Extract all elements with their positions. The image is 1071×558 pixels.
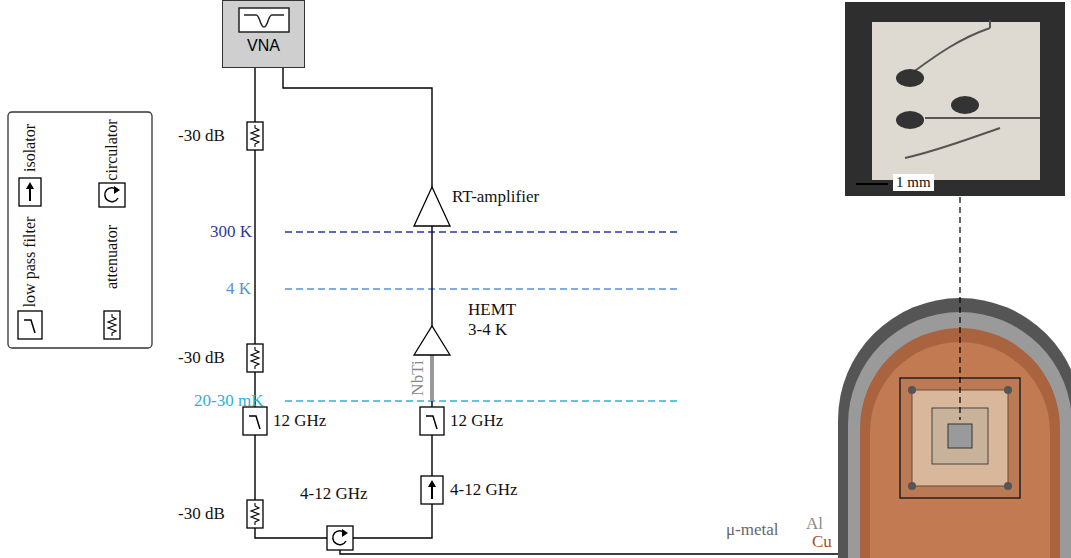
resonator-pad <box>951 96 979 114</box>
instrument-box: VNA <box>222 0 305 68</box>
output-wire <box>283 68 432 355</box>
screw <box>908 386 916 394</box>
frequency-label: 4-12 GHz <box>300 484 368 504</box>
copper-inner <box>870 342 1050 558</box>
attenuation-label: -30 dB <box>178 348 225 368</box>
isolator-symbol <box>421 476 443 504</box>
amplifier-label: RT-amplifier <box>452 187 539 207</box>
legend-text: low pass filter <box>21 217 39 308</box>
attenuation-label: -30 dB <box>178 504 225 524</box>
shield-label: Al <box>806 514 823 534</box>
shield-label: μ-metal <box>726 520 779 540</box>
leader-line <box>959 197 960 420</box>
stage-line <box>285 400 680 402</box>
nbti-cable <box>430 355 434 401</box>
temperature-label: 20-30 mK <box>194 391 263 411</box>
sample-holder <box>900 378 1020 498</box>
lowpass-symbol <box>420 407 444 435</box>
amplifier-label: HEMT 3-4 K <box>468 300 526 340</box>
circulator-symbol <box>99 183 125 207</box>
circulator-symbol <box>327 526 353 550</box>
screw <box>1004 386 1012 394</box>
shield-label: Cu <box>812 532 832 552</box>
chip-traces <box>905 20 1040 158</box>
frequency-label: 12 GHz <box>273 411 326 431</box>
attenuator-symbol <box>247 500 263 528</box>
attenuator-symbol <box>247 344 263 372</box>
amplifier-symbol <box>414 326 450 355</box>
legend-frame <box>8 112 152 348</box>
resonator-pad <box>896 69 924 87</box>
mu-metal-shield <box>838 298 1071 558</box>
screen-icon <box>238 7 290 33</box>
input-wire <box>255 68 327 538</box>
legend-text: attenuator <box>103 225 121 289</box>
temperature-label: 4 K <box>226 279 251 299</box>
holder-inset <box>912 390 1008 486</box>
screw <box>1004 482 1012 490</box>
scale-bar <box>856 183 888 185</box>
screw <box>908 482 916 490</box>
isolator-symbol <box>19 178 41 206</box>
chip-photo <box>845 2 1065 196</box>
chip-mount <box>932 408 988 464</box>
temperature-label: 300 K <box>210 222 252 242</box>
attenuator-symbol <box>104 311 120 339</box>
stage-line <box>285 231 680 233</box>
attenuator-symbol <box>247 122 263 150</box>
frequency-label: 4-12 GHz <box>450 480 518 500</box>
amplifier-symbol <box>414 187 450 226</box>
chip-photo-surface <box>872 22 1040 180</box>
cable-label: NbTi <box>409 360 427 395</box>
chip <box>948 424 972 448</box>
resonator-pad <box>896 111 924 129</box>
legend-text: circulator <box>103 119 121 180</box>
frequency-label: 12 GHz <box>450 411 503 431</box>
lowpass-symbol <box>243 407 267 435</box>
legend-text: isolator <box>21 124 39 172</box>
lowpass-symbol <box>18 311 42 339</box>
scale-label: 1 mm <box>893 174 934 191</box>
stage-line <box>285 288 680 290</box>
instrument-name: VNA <box>223 36 304 56</box>
attenuation-label: -30 dB <box>178 126 225 146</box>
